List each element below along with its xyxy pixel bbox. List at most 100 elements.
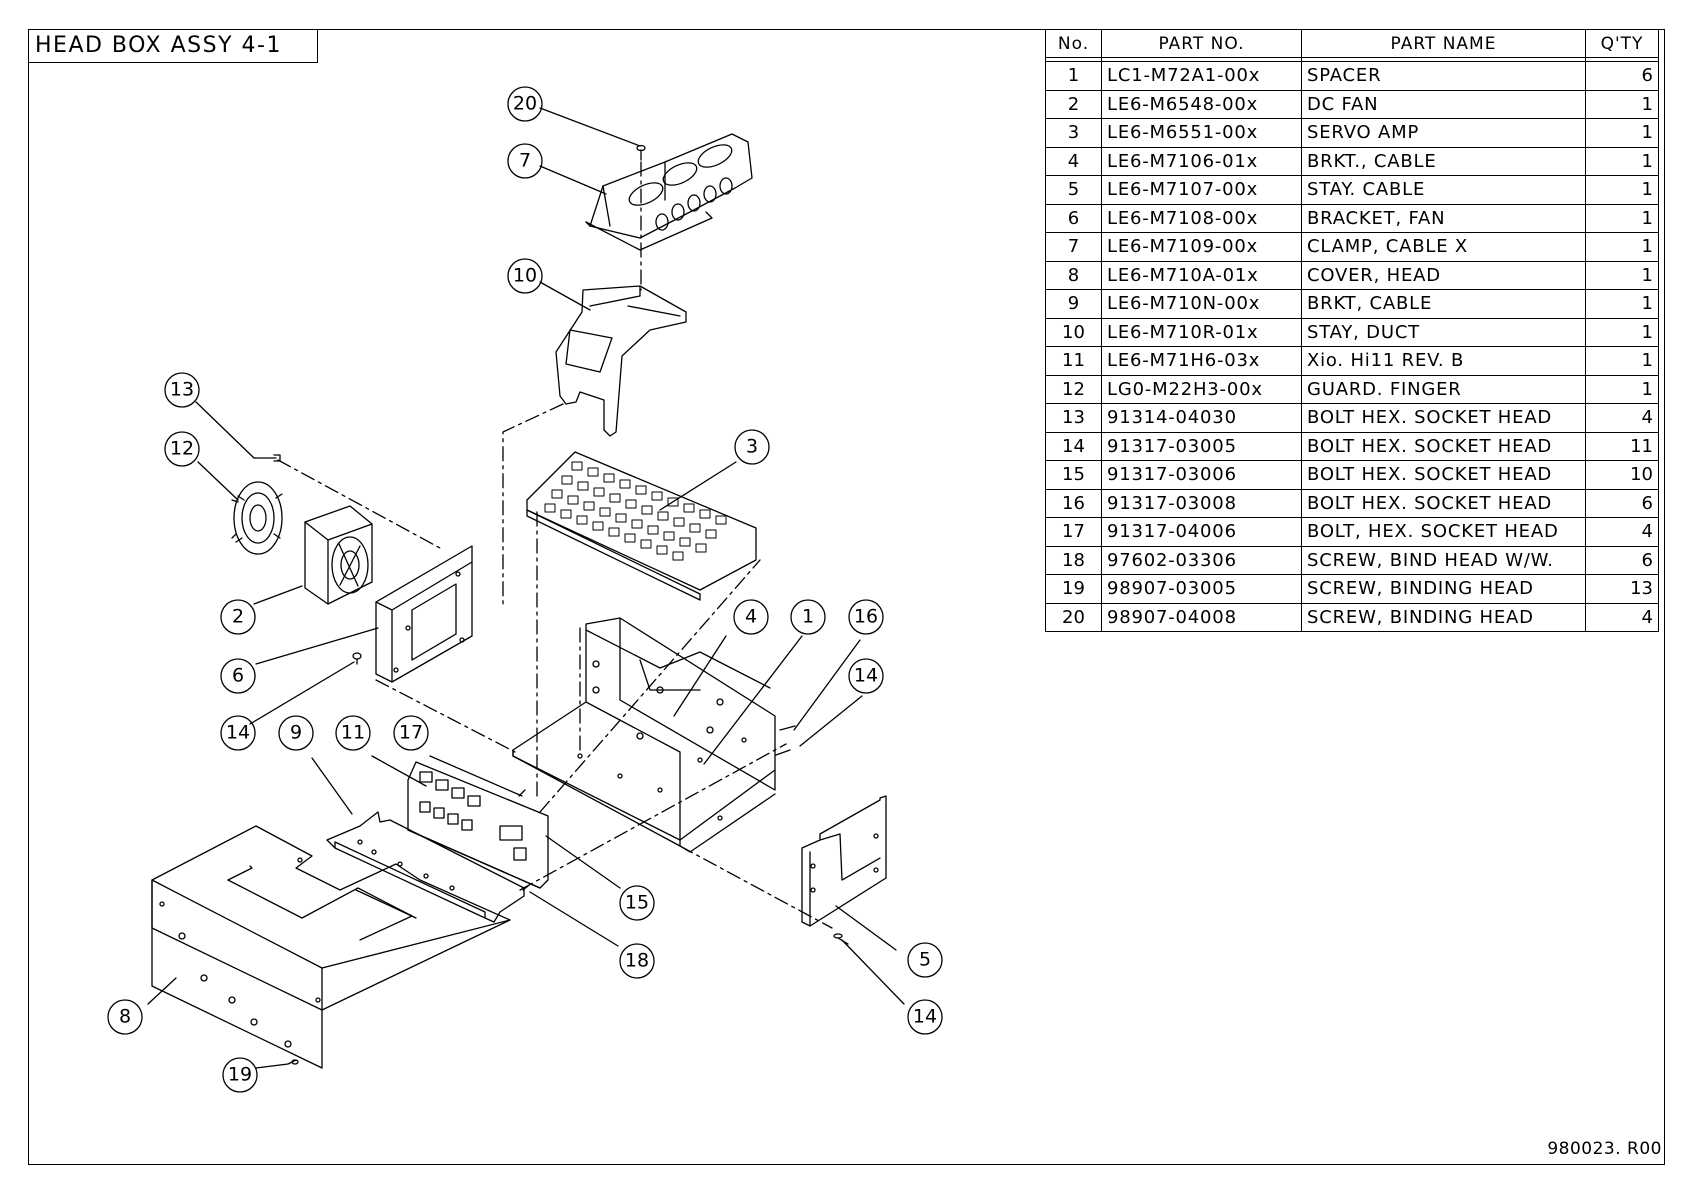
- header-qty: Q'TY: [1585, 29, 1659, 58]
- header-part-name: PART NAME: [1301, 29, 1586, 58]
- assembly-line: [539, 559, 761, 813]
- part-stay-duct: [555, 285, 687, 437]
- cell-qty: 1: [1585, 118, 1659, 148]
- cell-qty: 1: [1585, 89, 1659, 119]
- cell-part-name: BRACKET, FAN: [1301, 203, 1586, 233]
- part-guard-finger: [231, 481, 283, 555]
- cell-no: 13: [1045, 403, 1102, 433]
- cell-part-name: BOLT HEX. SOCKET HEAD: [1301, 488, 1586, 518]
- cell-part-name: DC FAN: [1301, 89, 1586, 119]
- cell-part-no: 91317-03006: [1101, 460, 1302, 490]
- cell-part-no: LE6-M6548-00x: [1101, 89, 1302, 119]
- cell-no: 10: [1045, 317, 1102, 347]
- cell-qty: 4: [1585, 403, 1659, 433]
- cell-qty: 4: [1585, 602, 1659, 632]
- cell-no: 6: [1045, 203, 1102, 233]
- cell-qty: 1: [1585, 203, 1659, 233]
- cell-qty: 1: [1585, 146, 1659, 176]
- part-stay-cable: [801, 795, 887, 927]
- cell-part-name: BOLT HEX. SOCKET HEAD: [1301, 431, 1586, 461]
- callout-10: 10: [512, 264, 538, 287]
- cell-part-name: Xio. Hi11 REV. B: [1301, 346, 1586, 376]
- cell-part-name: BOLT, HEX. SOCKET HEAD: [1301, 517, 1586, 547]
- cell-part-name: BOLT HEX. SOCKET HEAD: [1301, 460, 1586, 490]
- callout-4: 4: [744, 605, 758, 628]
- part-bolt-14a: [352, 652, 362, 665]
- cell-no: 5: [1045, 175, 1102, 205]
- cell-part-no: LE6-M7109-00x: [1101, 232, 1302, 262]
- cell-part-name: SPACER: [1301, 61, 1586, 91]
- cell-no: 2: [1045, 89, 1102, 119]
- part-screw-20: [636, 144, 646, 161]
- callout-14-a: 14: [853, 664, 879, 687]
- callout-15: 15: [624, 891, 650, 914]
- cell-part-name: COVER, HEAD: [1301, 260, 1586, 290]
- cell-qty: 1: [1585, 260, 1659, 290]
- cell-part-no: 91317-03005: [1101, 431, 1302, 461]
- cell-no: 9: [1045, 289, 1102, 319]
- cell-no: 19: [1045, 574, 1102, 604]
- cell-qty: 11: [1585, 431, 1659, 461]
- cell-part-name: BRKT, CABLE: [1301, 289, 1586, 319]
- cell-part-no: LE6-M710N-00x: [1101, 289, 1302, 319]
- cell-no: 14: [1045, 431, 1102, 461]
- cell-part-no: LE6-M71H6-03x: [1101, 346, 1302, 376]
- assembly-line: [375, 679, 516, 753]
- cell-part-name: BRKT., CABLE: [1301, 146, 1586, 176]
- drawing-frame: [28, 29, 1665, 1165]
- cell-no: 17: [1045, 517, 1102, 547]
- callout-7: 7: [518, 149, 532, 172]
- part-bolt-16: [779, 725, 796, 731]
- cell-no: 3: [1045, 118, 1102, 148]
- cell-no: 4: [1045, 146, 1102, 176]
- cell-part-no: LC1-M72A1-00x: [1101, 61, 1302, 91]
- cell-part-name: SCREW, BINDING HEAD: [1301, 602, 1586, 632]
- cell-part-name: STAY, DUCT: [1301, 317, 1586, 347]
- cell-qty: 6: [1585, 545, 1659, 575]
- header-no: No.: [1045, 29, 1102, 58]
- drawing-title: HEAD BOX ASSY 4-1: [28, 29, 318, 63]
- cell-part-no: 97602-03306: [1101, 545, 1302, 575]
- balloon-circles: [107, 86, 943, 1093]
- callout-2: 2: [231, 605, 245, 628]
- part-servo-amp: [526, 451, 757, 601]
- cell-part-name: GUARD. FINGER: [1301, 374, 1586, 404]
- cell-qty: 4: [1585, 517, 1659, 547]
- cell-no: 7: [1045, 232, 1102, 262]
- cell-qty: 1: [1585, 175, 1659, 205]
- part-bolt-14b: [775, 749, 791, 756]
- cell-part-no: LG0-M22H3-00x: [1101, 374, 1302, 404]
- part-bracket-fan: [375, 545, 473, 683]
- header-part-no: PART NO.: [1101, 29, 1302, 58]
- callout-17: 17: [398, 721, 424, 744]
- cell-part-name: CLAMP, CABLE X: [1301, 232, 1586, 262]
- cell-part-no: LE6-M710R-01x: [1101, 317, 1302, 347]
- cell-qty: 6: [1585, 61, 1659, 91]
- callout-20: 20: [512, 92, 538, 115]
- cell-no: 15: [1045, 460, 1102, 490]
- table-header-row: No. PART NO. PART NAME Q'TY: [1045, 29, 1659, 58]
- cell-no: 12: [1045, 374, 1102, 404]
- part-cover-head: [151, 825, 511, 1069]
- cell-part-no: 91317-03008: [1101, 488, 1302, 518]
- cell-qty: 13: [1585, 574, 1659, 604]
- cell-no: 18: [1045, 545, 1102, 575]
- cell-part-no: 98907-03005: [1101, 574, 1302, 604]
- part-screw-19: [287, 1059, 299, 1065]
- cell-qty: 1: [1585, 289, 1659, 319]
- cell-part-no: 98907-04008: [1101, 602, 1302, 632]
- callout-8: 8: [118, 1005, 132, 1028]
- part-bolt-14c: [833, 933, 849, 945]
